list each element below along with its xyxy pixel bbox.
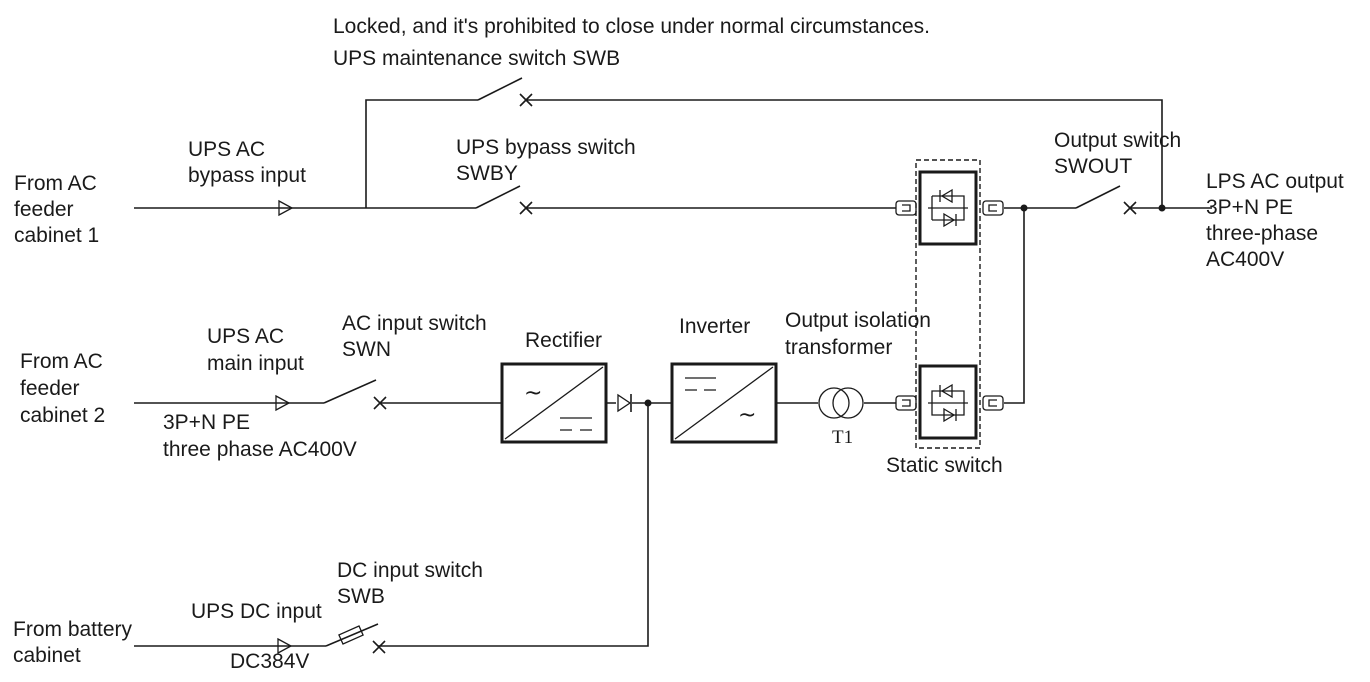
lps-ac-output-label: LPS AC output 3P+N PE three-phase AC400V bbox=[1206, 170, 1344, 271]
triangle-marker-icon bbox=[277, 637, 293, 655]
inverter-label: Inverter bbox=[679, 315, 750, 338]
main-spec-label: 3P+N PE three phase AC400V bbox=[163, 411, 357, 461]
svg-text:three phase AC400V: three phase AC400V bbox=[163, 438, 357, 461]
from-ac-feeder-2-label: From AC feeder cabinet 2 bbox=[20, 350, 105, 427]
svg-text:SWOUT: SWOUT bbox=[1054, 155, 1132, 178]
svg-text:From battery: From battery bbox=[13, 618, 133, 641]
junction-dot-output bbox=[1020, 204, 1028, 212]
inverter-icon: ~ bbox=[670, 362, 778, 444]
svg-text:feeder: feeder bbox=[20, 377, 80, 400]
t1-label: T1 bbox=[832, 427, 853, 448]
static-switch-label: Static switch bbox=[886, 454, 1003, 477]
svg-text:three-phase: three-phase bbox=[1206, 222, 1318, 245]
switch-icon bbox=[475, 185, 533, 215]
thyristor-icon bbox=[895, 364, 1004, 440]
svg-text:AC input switch: AC input switch bbox=[342, 312, 487, 335]
svg-text:SWB: SWB bbox=[337, 585, 385, 608]
svg-text:DC input switch: DC input switch bbox=[337, 559, 483, 582]
triangle-marker-icon bbox=[278, 199, 294, 217]
main-wire bbox=[134, 208, 1025, 404]
ac-symbol: ~ bbox=[524, 381, 542, 406]
svg-text:3P+N PE: 3P+N PE bbox=[1206, 196, 1293, 219]
svg-text:UPS bypass switch: UPS bypass switch bbox=[456, 136, 636, 159]
switch-icon bbox=[477, 77, 533, 107]
ac-input-switch-label: AC input switch SWN bbox=[342, 312, 487, 361]
svg-text:From AC: From AC bbox=[20, 350, 103, 373]
svg-text:main input: main input bbox=[207, 352, 304, 375]
dc-wire bbox=[134, 403, 649, 647]
thyristor-icon bbox=[895, 170, 1004, 246]
svg-text:UPS AC: UPS AC bbox=[188, 138, 265, 161]
svg-text:bypass input: bypass input bbox=[188, 164, 306, 187]
junction-dot-maint bbox=[1158, 204, 1166, 212]
svg-text:3P+N PE: 3P+N PE bbox=[163, 411, 250, 434]
ups-ac-bypass-input-label: UPS AC bypass input bbox=[188, 138, 306, 187]
svg-text:SWN: SWN bbox=[342, 338, 391, 361]
svg-text:From AC: From AC bbox=[14, 172, 97, 195]
svg-text:Output isolation: Output isolation bbox=[785, 309, 931, 332]
switch-icon bbox=[1075, 185, 1137, 215]
output-switch-label: Output switch SWOUT bbox=[1054, 129, 1181, 178]
svg-text:Output switch: Output switch bbox=[1054, 129, 1181, 152]
dc384v-label: DC384V bbox=[230, 650, 309, 673]
bypass-switch-label: UPS bypass switch SWBY bbox=[456, 136, 636, 185]
ups-ac-main-input-label: UPS AC main input bbox=[207, 325, 304, 375]
dc-input-switch-label: DC input switch SWB bbox=[337, 559, 483, 608]
maintenance-wire bbox=[365, 99, 1163, 208]
maintenance-switch-label: UPS maintenance switch SWB bbox=[333, 47, 620, 70]
svg-text:transformer: transformer bbox=[785, 336, 892, 359]
transformer-icon bbox=[818, 387, 864, 419]
ac-symbol: ~ bbox=[738, 403, 756, 428]
svg-text:UPS AC: UPS AC bbox=[207, 325, 284, 348]
fuse-icon bbox=[325, 623, 386, 654]
ups-dc-input-label: UPS DC input bbox=[191, 600, 322, 623]
triangle-marker-icon bbox=[275, 394, 291, 412]
transformer-label: Output isolation transformer bbox=[785, 309, 931, 359]
rectifier-label: Rectifier bbox=[525, 329, 602, 352]
static-switch bbox=[895, 159, 1004, 449]
static-switch-border bbox=[915, 159, 981, 449]
svg-text:LPS AC output: LPS AC output bbox=[1206, 170, 1344, 193]
svg-text:cabinet 1: cabinet 1 bbox=[14, 224, 99, 247]
svg-text:AC400V: AC400V bbox=[1206, 248, 1284, 271]
wires bbox=[134, 99, 1212, 647]
switch-icon bbox=[323, 379, 387, 410]
svg-text:feeder: feeder bbox=[14, 198, 74, 221]
rectifier-icon: ~ bbox=[500, 362, 608, 444]
from-ac-feeder-1-label: From AC feeder cabinet 1 bbox=[14, 172, 99, 247]
svg-text:SWBY: SWBY bbox=[456, 162, 518, 185]
junction-dot-dc bbox=[644, 399, 652, 407]
locked-note: Locked, and it's prohibited to close und… bbox=[333, 15, 930, 38]
diode-icon bbox=[617, 393, 632, 413]
from-battery-label: From battery cabinet bbox=[13, 618, 133, 667]
svg-text:cabinet: cabinet bbox=[13, 644, 81, 667]
svg-text:cabinet 2: cabinet 2 bbox=[20, 404, 105, 427]
